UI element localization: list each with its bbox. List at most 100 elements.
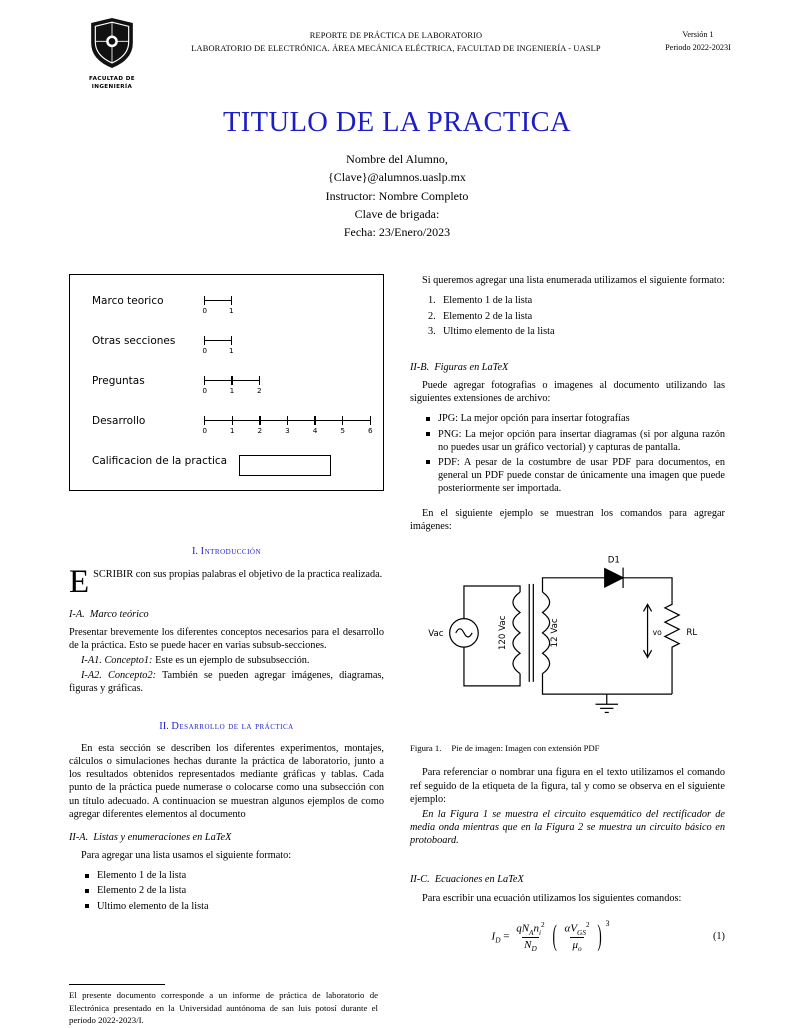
- primary-voltage-label: 120 Vac: [497, 615, 507, 650]
- figures-intro-paragraph: Puede agregar fotografias o imagenes al …: [410, 380, 725, 405]
- square-bullet-icon: [426, 416, 430, 421]
- list-intro-paragraph: Para agregar una lista usamos el siguien…: [81, 850, 292, 862]
- list-item: PNG: La mejor opción para insertar diagr…: [426, 428, 725, 454]
- ruler-tick: 0: [202, 336, 207, 355]
- file-format-list: JPG: La mejor opción para insertar fotog…: [410, 410, 725, 497]
- rubric-row: Otras secciones 0 1: [92, 335, 371, 358]
- list-item: 3.Ultimo elemento de la lista: [428, 325, 555, 337]
- ruler-tick: 0: [202, 296, 207, 315]
- rubric-row: Marco teorico 0 1: [92, 295, 371, 318]
- secondary-voltage-label: 12 Vac: [549, 618, 559, 647]
- rubric-row: Desarrollo 0 1 2 3 4 5 6: [92, 415, 373, 438]
- ruler-tick: 0: [202, 416, 207, 435]
- score-ruler: 0 1: [202, 336, 234, 358]
- score-input-box: [239, 455, 332, 477]
- left-paren: (: [552, 917, 557, 952]
- page-header: FACULTAD DE INGENIERÍA REPORTE DE PRÁCTI…: [42, 16, 752, 91]
- subsubsection-concepto2: I-A2. Concepto2: También se pueden agreg…: [69, 670, 384, 695]
- square-bullet-icon: [426, 432, 430, 437]
- university-logo: FACULTAD DE INGENIERÍA: [82, 16, 142, 91]
- dropcap-letter: E: [69, 563, 90, 600]
- logo-caption-line1: FACULTAD DE: [89, 76, 135, 82]
- version-label: Versión 1: [682, 30, 714, 39]
- subsection-ecuaciones: II-C. Ecuaciones en LaTeX: [410, 874, 524, 886]
- ruler-tick: 0: [202, 376, 207, 395]
- fraction: αVGS2 μo: [564, 919, 590, 954]
- left-column: Marco teorico 0 1 Otras secciones 0 1 Pr…: [69, 274, 384, 1026]
- square-bullet-icon: [85, 888, 89, 893]
- list-item: Elemento 1 de la lista: [85, 869, 384, 882]
- diode-label: D1: [607, 555, 619, 565]
- reference-paragraph: Para referenciar o nombrar una figura en…: [410, 767, 725, 805]
- ruler-tick: 6: [368, 416, 373, 435]
- ruler-tick: 2: [258, 416, 262, 435]
- section-heading-desarrollo: II. Desarrollo de la práctica: [159, 720, 294, 732]
- square-bullet-icon: [85, 904, 89, 909]
- ruler-tick: 1: [230, 376, 234, 395]
- list-item: Elemento 2 de la lista: [85, 884, 384, 897]
- subsection-marco-teorico: I-A. Marco teórico: [69, 608, 149, 620]
- list-item: JPG: La mejor opción para insertar fotog…: [426, 412, 725, 425]
- enum-intro-paragraph: Si queremos agregar una lista enumerada …: [422, 275, 725, 287]
- list-item: 2.Elemento 2 de la lista: [428, 310, 533, 322]
- ruler-tick: 5: [340, 416, 345, 435]
- fraction: qNAni2 ND: [516, 919, 545, 954]
- score-ruler: 0 1: [202, 296, 234, 318]
- ruler-tick: 1: [229, 296, 234, 315]
- rectifier-circuit-diagram: Vac 120 Vac 12 Vac D1 vo RL: [428, 555, 697, 713]
- equation-number: (1): [712, 930, 725, 942]
- square-bullet-icon: [85, 873, 89, 878]
- brigade-line: Clave de brigada:: [354, 206, 440, 221]
- author-email: {Clave}@alumnos.uaslp.mx: [328, 170, 466, 185]
- figure-caption: Figura 1. Pie de imagen: Imagen con exte…: [410, 743, 725, 754]
- rubric-score-row: Calificacion de la practica: [92, 455, 371, 477]
- uaslp-crest-icon: [91, 18, 133, 68]
- ruler-tick: 1: [230, 416, 235, 435]
- section-heading-introduction: I. Introducción: [191, 546, 262, 558]
- instructor-line: Instructor: Nombre Completo: [325, 188, 469, 203]
- report-type-line: REPORTE DE PRÁCTICA DE LABORATORIO: [309, 31, 483, 40]
- list-item: PDF: A pesar de la costumbre de usar PDF…: [426, 456, 725, 496]
- bullet-list: Elemento 1 de la lista Elemento 2 de la …: [69, 867, 384, 915]
- square-bullet-icon: [426, 460, 430, 465]
- grading-rubric-box: Marco teorico 0 1 Otras secciones 0 1 Pr…: [69, 274, 384, 492]
- footnote: El presente documento corresponde a un i…: [69, 984, 384, 1026]
- lab-name-line: LABORATORIO DE ELECTRÓNICA. ÁREA MECÁNIC…: [191, 44, 601, 54]
- ruler-tick: 4: [313, 416, 317, 435]
- rubric-label: Marco teorico: [92, 295, 164, 308]
- date-line: Fecha: 23/Enero/2023: [343, 225, 451, 240]
- ruler-tick: 2: [257, 376, 262, 395]
- rubric-label: Desarrollo: [92, 415, 146, 428]
- author-block: Nombre del Alumno, {Clave}@alumnos.uaslp…: [42, 150, 752, 241]
- rubric-label: Otras secciones: [92, 335, 176, 348]
- list-item: 1.Elemento 1 de la lista: [428, 295, 533, 307]
- score-ruler: 0 1 2: [202, 376, 262, 398]
- output-voltage-label: vo: [652, 628, 662, 637]
- logo-caption-line2: INGENIERÍA: [91, 83, 133, 90]
- reference-example-paragraph: En la Figura 1 se muestra el circuito es…: [410, 808, 725, 847]
- ruler-tick: 3: [285, 416, 290, 435]
- score-ruler: 0 1 2 3 4 5 6: [202, 416, 373, 438]
- author-name: Nombre del Alumno,: [346, 152, 448, 167]
- period-label: Periodo 2022-2023I: [665, 42, 731, 52]
- load-resistor-label: RL: [686, 628, 697, 638]
- figure-1: Vac 120 Vac 12 Vac D1 vo RL: [410, 551, 725, 731]
- example-intro-paragraph: En el siguiente ejemplo se muestran los …: [410, 507, 725, 532]
- figure-caption-label: Figura 1.: [410, 743, 442, 754]
- rubric-row: Preguntas 0 1 2: [92, 375, 371, 398]
- list-item: Ultimo elemento de la lista: [85, 900, 384, 913]
- rubric-label: Preguntas: [92, 375, 145, 388]
- document-title: TITULO DE LA PRACTICA: [222, 107, 571, 139]
- equation-intro-paragraph: Para escribir una ecuación utilizamos lo…: [422, 892, 682, 904]
- marco-teorico-paragraph: Presentar brevemente los diferentes conc…: [69, 626, 384, 651]
- subsection-figuras: II-B. Figuras en LaTeX: [410, 361, 509, 373]
- score-label: Calificacion de la practica: [92, 455, 228, 468]
- ruler-tick: 1: [229, 336, 234, 355]
- right-paren: ): [597, 917, 602, 952]
- desarrollo-paragraph: En esta sección se describen los diferen…: [69, 742, 384, 820]
- vac-source-label: Vac: [428, 629, 444, 639]
- two-column-body: Marco teorico 0 1 Otras secciones 0 1 Pr…: [69, 274, 725, 1026]
- numbered-list: 1.Elemento 1 de la lista 2.Elemento 2 de…: [410, 292, 725, 340]
